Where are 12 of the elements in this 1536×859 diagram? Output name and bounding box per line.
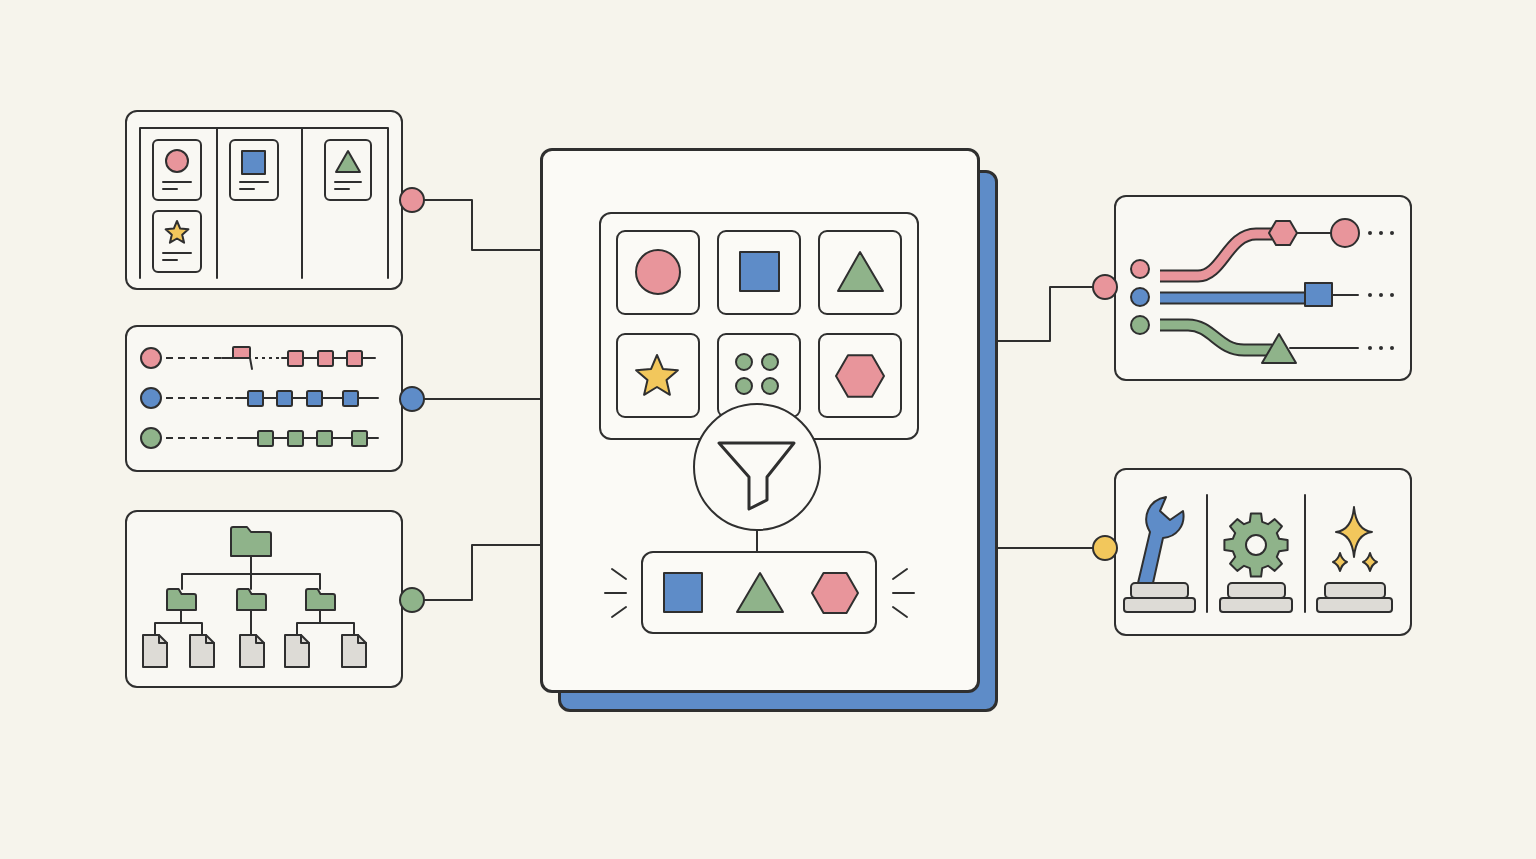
shape-grid-panel: [599, 212, 919, 440]
tools-panel: [1114, 468, 1412, 636]
main-panel: [540, 148, 980, 693]
connector-line: [756, 530, 758, 552]
branching-lanes-panel: [1114, 195, 1412, 381]
result-panel: [641, 551, 877, 634]
connector-line: [399, 544, 541, 613]
folder-tree-panel: [125, 510, 403, 688]
connector-line: [399, 187, 541, 251]
task-board-panel: [125, 110, 403, 290]
timeline-panel: [125, 325, 403, 472]
connector-line: [399, 386, 541, 412]
